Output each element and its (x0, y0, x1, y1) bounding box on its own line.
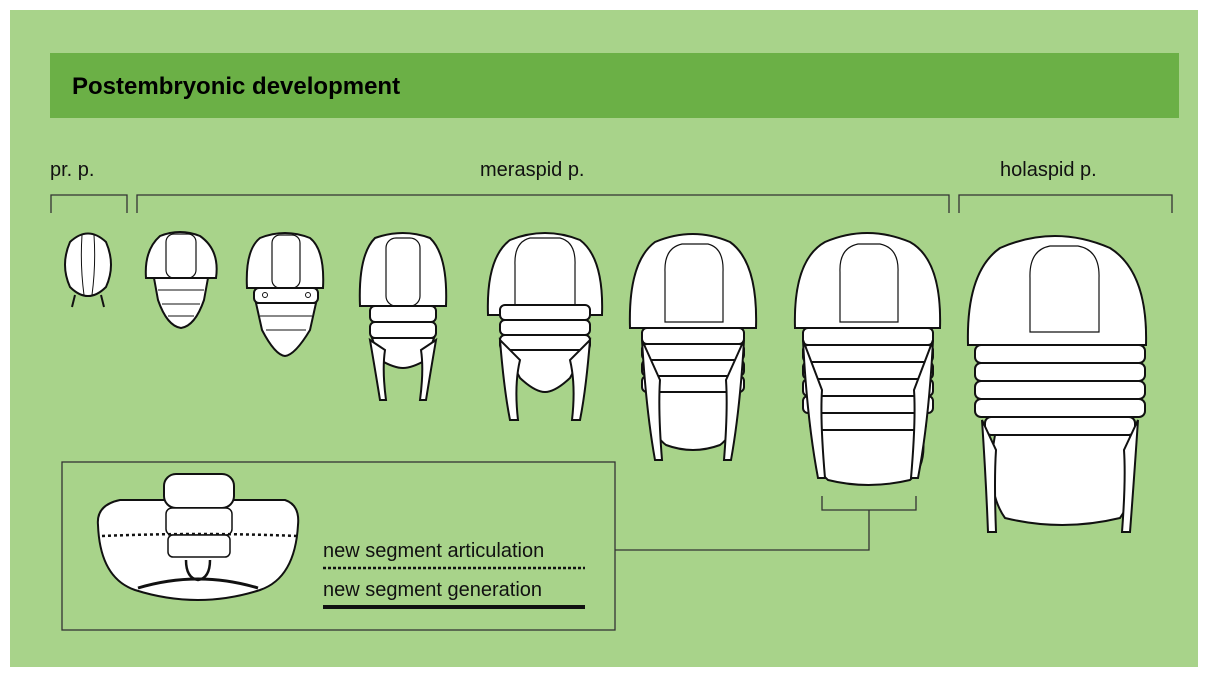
trilobite-stage-8 (968, 236, 1146, 532)
meraspid-bracket (137, 195, 949, 213)
inset-connector (615, 510, 869, 550)
inset-bracket (822, 496, 916, 510)
diagram-canvas: Postembryonic development pr. p. meraspi… (10, 10, 1198, 667)
trilobite-stage-4 (360, 233, 446, 400)
trilobite-stage-3 (247, 233, 323, 356)
holaspid-bracket (959, 195, 1172, 213)
legend-generation-label: new segment generation (323, 579, 542, 602)
trilobite-stage-2 (146, 232, 217, 328)
protaspid-bracket (51, 195, 127, 213)
trilobite-stage-1 (65, 234, 111, 308)
trilobite-stage-6 (630, 234, 756, 460)
trilobite-stage-5 (488, 233, 602, 420)
trilobite-stage-7 (795, 233, 940, 485)
pygidium-enlarged (98, 474, 298, 600)
development-figure (10, 10, 1198, 667)
legend-articulation-label: new segment articulation (323, 540, 544, 563)
